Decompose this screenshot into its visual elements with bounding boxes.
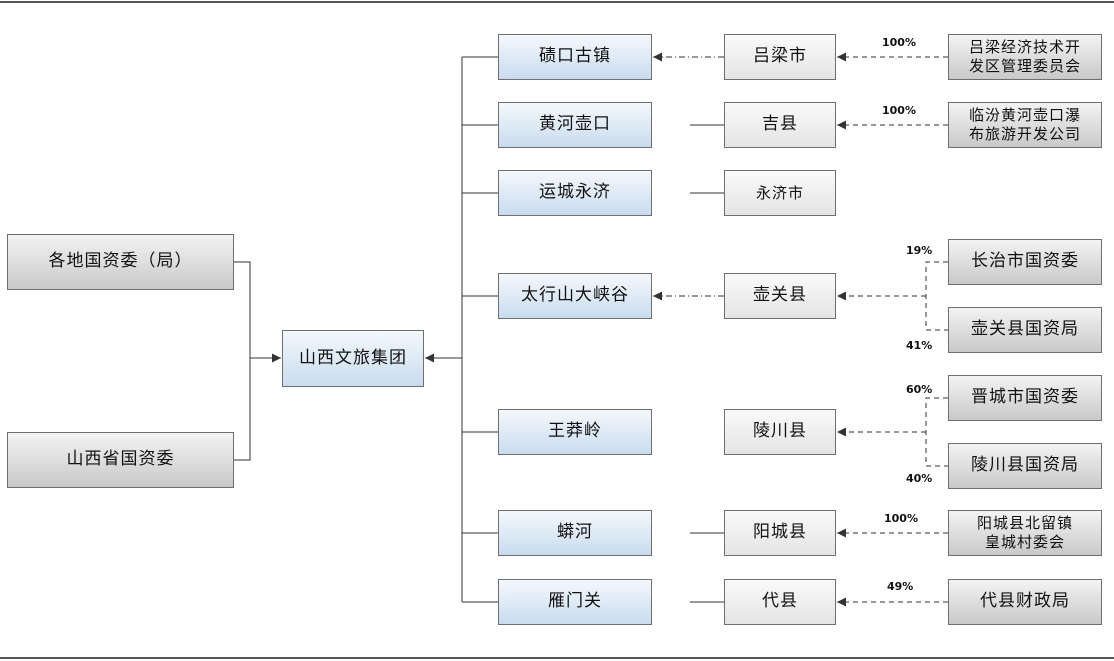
pct-jincheng: 60% [906, 383, 933, 396]
county-yangcheng: 阳城县 [724, 510, 836, 556]
project-taihang-canyon: 太行山大峡谷 [498, 273, 652, 319]
pct-lingchuan: 40% [906, 472, 933, 485]
pct-lvliang: 100% [882, 36, 916, 49]
holder-huangcheng-village: 阳城县北留镇 皇城村委会 [948, 510, 1102, 556]
pct-huguan: 41% [906, 339, 933, 352]
project-yanmenguan: 雁门关 [498, 579, 652, 625]
group-node: 山西文旅集团 [282, 330, 424, 387]
owner-shanxi-sasac: 山西省国资委 [7, 432, 234, 488]
holder-line-2: 皇城村委会 [984, 533, 1065, 551]
holder-lingchuan-sasac: 陵川县国资局 [948, 443, 1102, 489]
holder-lvliang-dev-zone: 吕梁经济技术开 发区管理委员会 [948, 34, 1102, 80]
pct-jixian: 100% [882, 104, 916, 117]
pct-changzhi: 19% [906, 244, 933, 257]
county-yongji: 永济市 [724, 170, 836, 216]
project-qikou: 碛口古镇 [498, 34, 652, 80]
holder-huguan-sasac: 壶关县国资局 [948, 307, 1102, 353]
bottom-rule [0, 657, 1114, 659]
pct-yangcheng: 100% [884, 512, 918, 525]
county-huguan: 壶关县 [724, 273, 836, 319]
top-rule [0, 1, 1114, 3]
holder-line-2: 布旅游开发公司 [968, 125, 1081, 143]
holder-changzhi-sasac: 长治市国资委 [948, 239, 1102, 285]
holder-jincheng-sasac: 晋城市国资委 [948, 375, 1102, 421]
holder-line-1: 临汾黄河壶口瀑 [968, 106, 1081, 125]
owner-local-sasac: 各地国资委（局） [7, 234, 234, 290]
county-lingchuan: 陵川县 [724, 409, 836, 455]
pct-daixian: 49% [887, 580, 914, 593]
holder-daixian-finance: 代县财政局 [948, 579, 1102, 625]
county-lvliang: 吕梁市 [724, 34, 836, 80]
holder-line-1: 阳城县北留镇 [976, 514, 1073, 533]
owner-connector [234, 261, 251, 461]
holder-line-2: 发区管理委员会 [968, 57, 1081, 75]
project-yuncheng-yongji: 运城永济 [498, 170, 652, 216]
holder-line-1: 吕梁经济技术开 [968, 38, 1081, 57]
holder-hukou-tourism-co: 临汾黄河壶口瀑 布旅游开发公司 [948, 102, 1102, 148]
county-daixian: 代县 [724, 579, 836, 625]
county-jixian: 吉县 [724, 102, 836, 148]
project-manghe: 蟒河 [498, 510, 652, 556]
project-huanghe-hukou: 黄河壶口 [498, 102, 652, 148]
project-wangmangling: 王莽岭 [498, 409, 652, 455]
